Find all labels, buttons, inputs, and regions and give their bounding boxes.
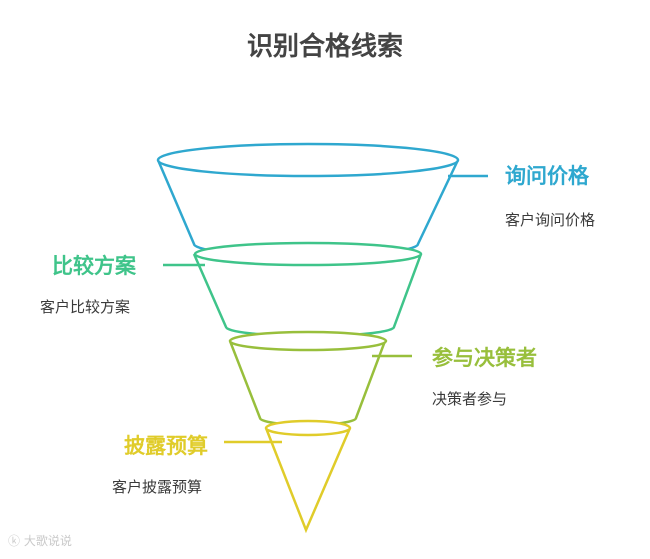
funnel-stage-4-rim	[264, 419, 352, 437]
funnel-stage-3-rim	[228, 330, 388, 352]
stage-3-description: 决策者参与	[432, 390, 508, 408]
stage-4-description: 客户披露预算	[112, 478, 203, 496]
watermark: ⓚ 大歌说说	[8, 532, 72, 549]
stage-2-description: 客户比较方案	[40, 298, 131, 316]
stage-3-label: 参与决策者	[432, 346, 537, 370]
stage-1-description: 客户询问价格	[505, 211, 596, 229]
stage-1-label: 询问价格	[505, 164, 589, 188]
funnel-stage-2-body	[192, 253, 423, 338]
diagram-title: 识别合格线索	[246, 32, 403, 62]
speech-bubble-logo-icon: ⓚ	[8, 534, 21, 548]
funnel-stage-1-rim	[156, 142, 460, 178]
funnel-stage-2-rim	[193, 241, 423, 267]
funnel-stage-3-body	[228, 340, 387, 427]
stage-2-label: 比较方案	[52, 254, 136, 278]
watermark-text: 大歌说说	[23, 534, 72, 548]
stage-4-label: 披露预算	[124, 434, 208, 458]
funnel-stage-4-body	[264, 427, 352, 534]
